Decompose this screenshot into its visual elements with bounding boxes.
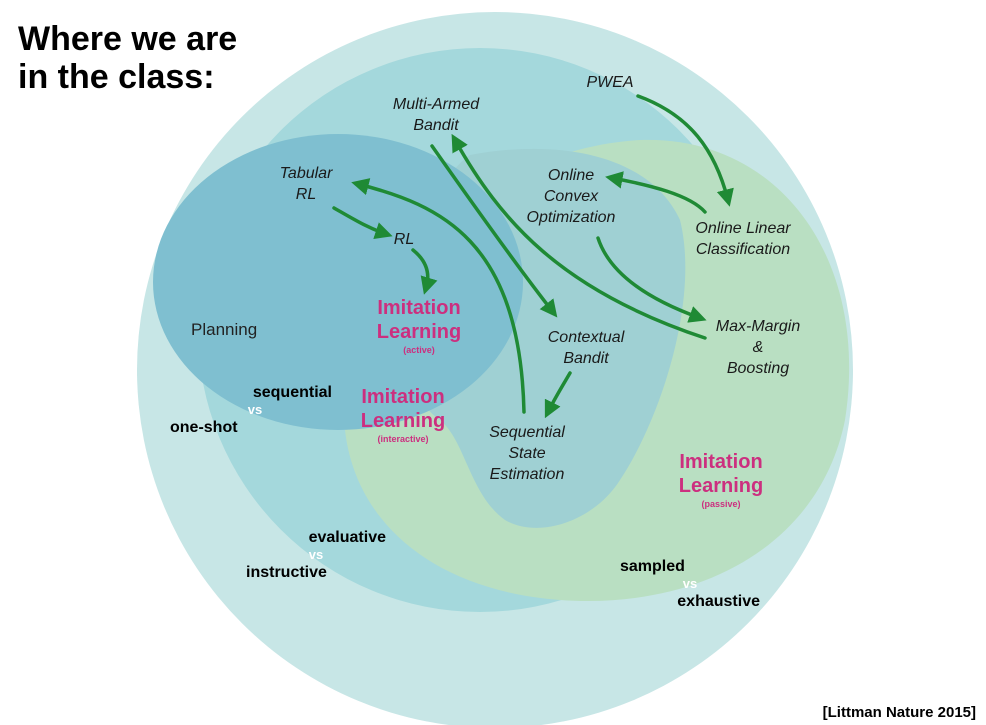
label-pwea: PWEA <box>586 74 634 91</box>
dimension-sequential-vs: vs <box>247 402 263 417</box>
dimension-sampled-vs: vs <box>682 576 698 591</box>
imitation-passive-title: Imitation Learning <box>678 451 764 497</box>
dimension-evaluative: evaluative vs instructive <box>246 527 386 583</box>
dimension-sequential-b: one-shot <box>170 419 238 436</box>
imitation-passive-sub: (passive) <box>701 499 741 509</box>
dimension-sequential: sequential vs one-shot <box>170 382 340 438</box>
label-sequential-state-estimation: Sequential State Estimation <box>489 424 565 483</box>
dimension-evaluative-vs: vs <box>308 547 324 562</box>
dimension-evaluative-a: evaluative <box>308 529 386 546</box>
arrow-oco-maxmargin <box>596 236 707 323</box>
label-rl: RL <box>393 231 415 248</box>
label-multi-armed-bandit: Multi-Armed Bandit <box>392 96 480 134</box>
imitation-active-sub: (active) <box>403 345 435 355</box>
arrow-oco-olc <box>605 171 707 214</box>
dimension-sampled-a: sampled <box>620 558 685 575</box>
citation: [Littman Nature 2015] <box>822 704 976 721</box>
imitation-active-title: Imitation Learning <box>376 297 462 343</box>
label-online-linear-classification: Online Linear Classification <box>695 220 791 258</box>
dimension-sampled: sampled vs exhaustive <box>620 556 760 612</box>
label-tabular-rl: Tabular RL <box>279 165 333 203</box>
arrow-tabular-sse <box>351 178 526 414</box>
imitation-interactive-title: Imitation Learning <box>360 386 446 432</box>
imitation-learning-passive: Imitation Learning (passive) <box>664 450 778 510</box>
dimension-sequential-a: sequential <box>252 384 332 401</box>
label-online-convex-optimization: Online Convex Optimization <box>526 167 616 226</box>
planning-ellipse <box>153 134 523 430</box>
slide-title: Where we are in the class: <box>18 20 238 96</box>
arrow-mab-contextual <box>430 144 558 318</box>
label-planning: Planning <box>191 320 258 339</box>
arrow-pwea-olc <box>636 94 734 207</box>
imitation-learning-interactive: Imitation Learning (interactive) <box>346 385 460 445</box>
label-contextual-bandit: Contextual Bandit <box>547 329 625 367</box>
dimension-evaluative-b: instructive <box>246 564 327 581</box>
imitation-learning-active: Imitation Learning (active) <box>362 296 476 356</box>
imitation-interactive-sub: (interactive) <box>377 434 429 444</box>
arrow-mab-maxmargin <box>451 133 707 340</box>
dimension-sampled-b: exhaustive <box>677 593 760 610</box>
arrow-rl-il <box>411 248 438 295</box>
arrow-tabular-rl <box>332 206 393 239</box>
arrow-contextual-sse <box>544 371 572 419</box>
label-max-margin-boosting: Max-Margin & Boosting <box>715 318 801 377</box>
